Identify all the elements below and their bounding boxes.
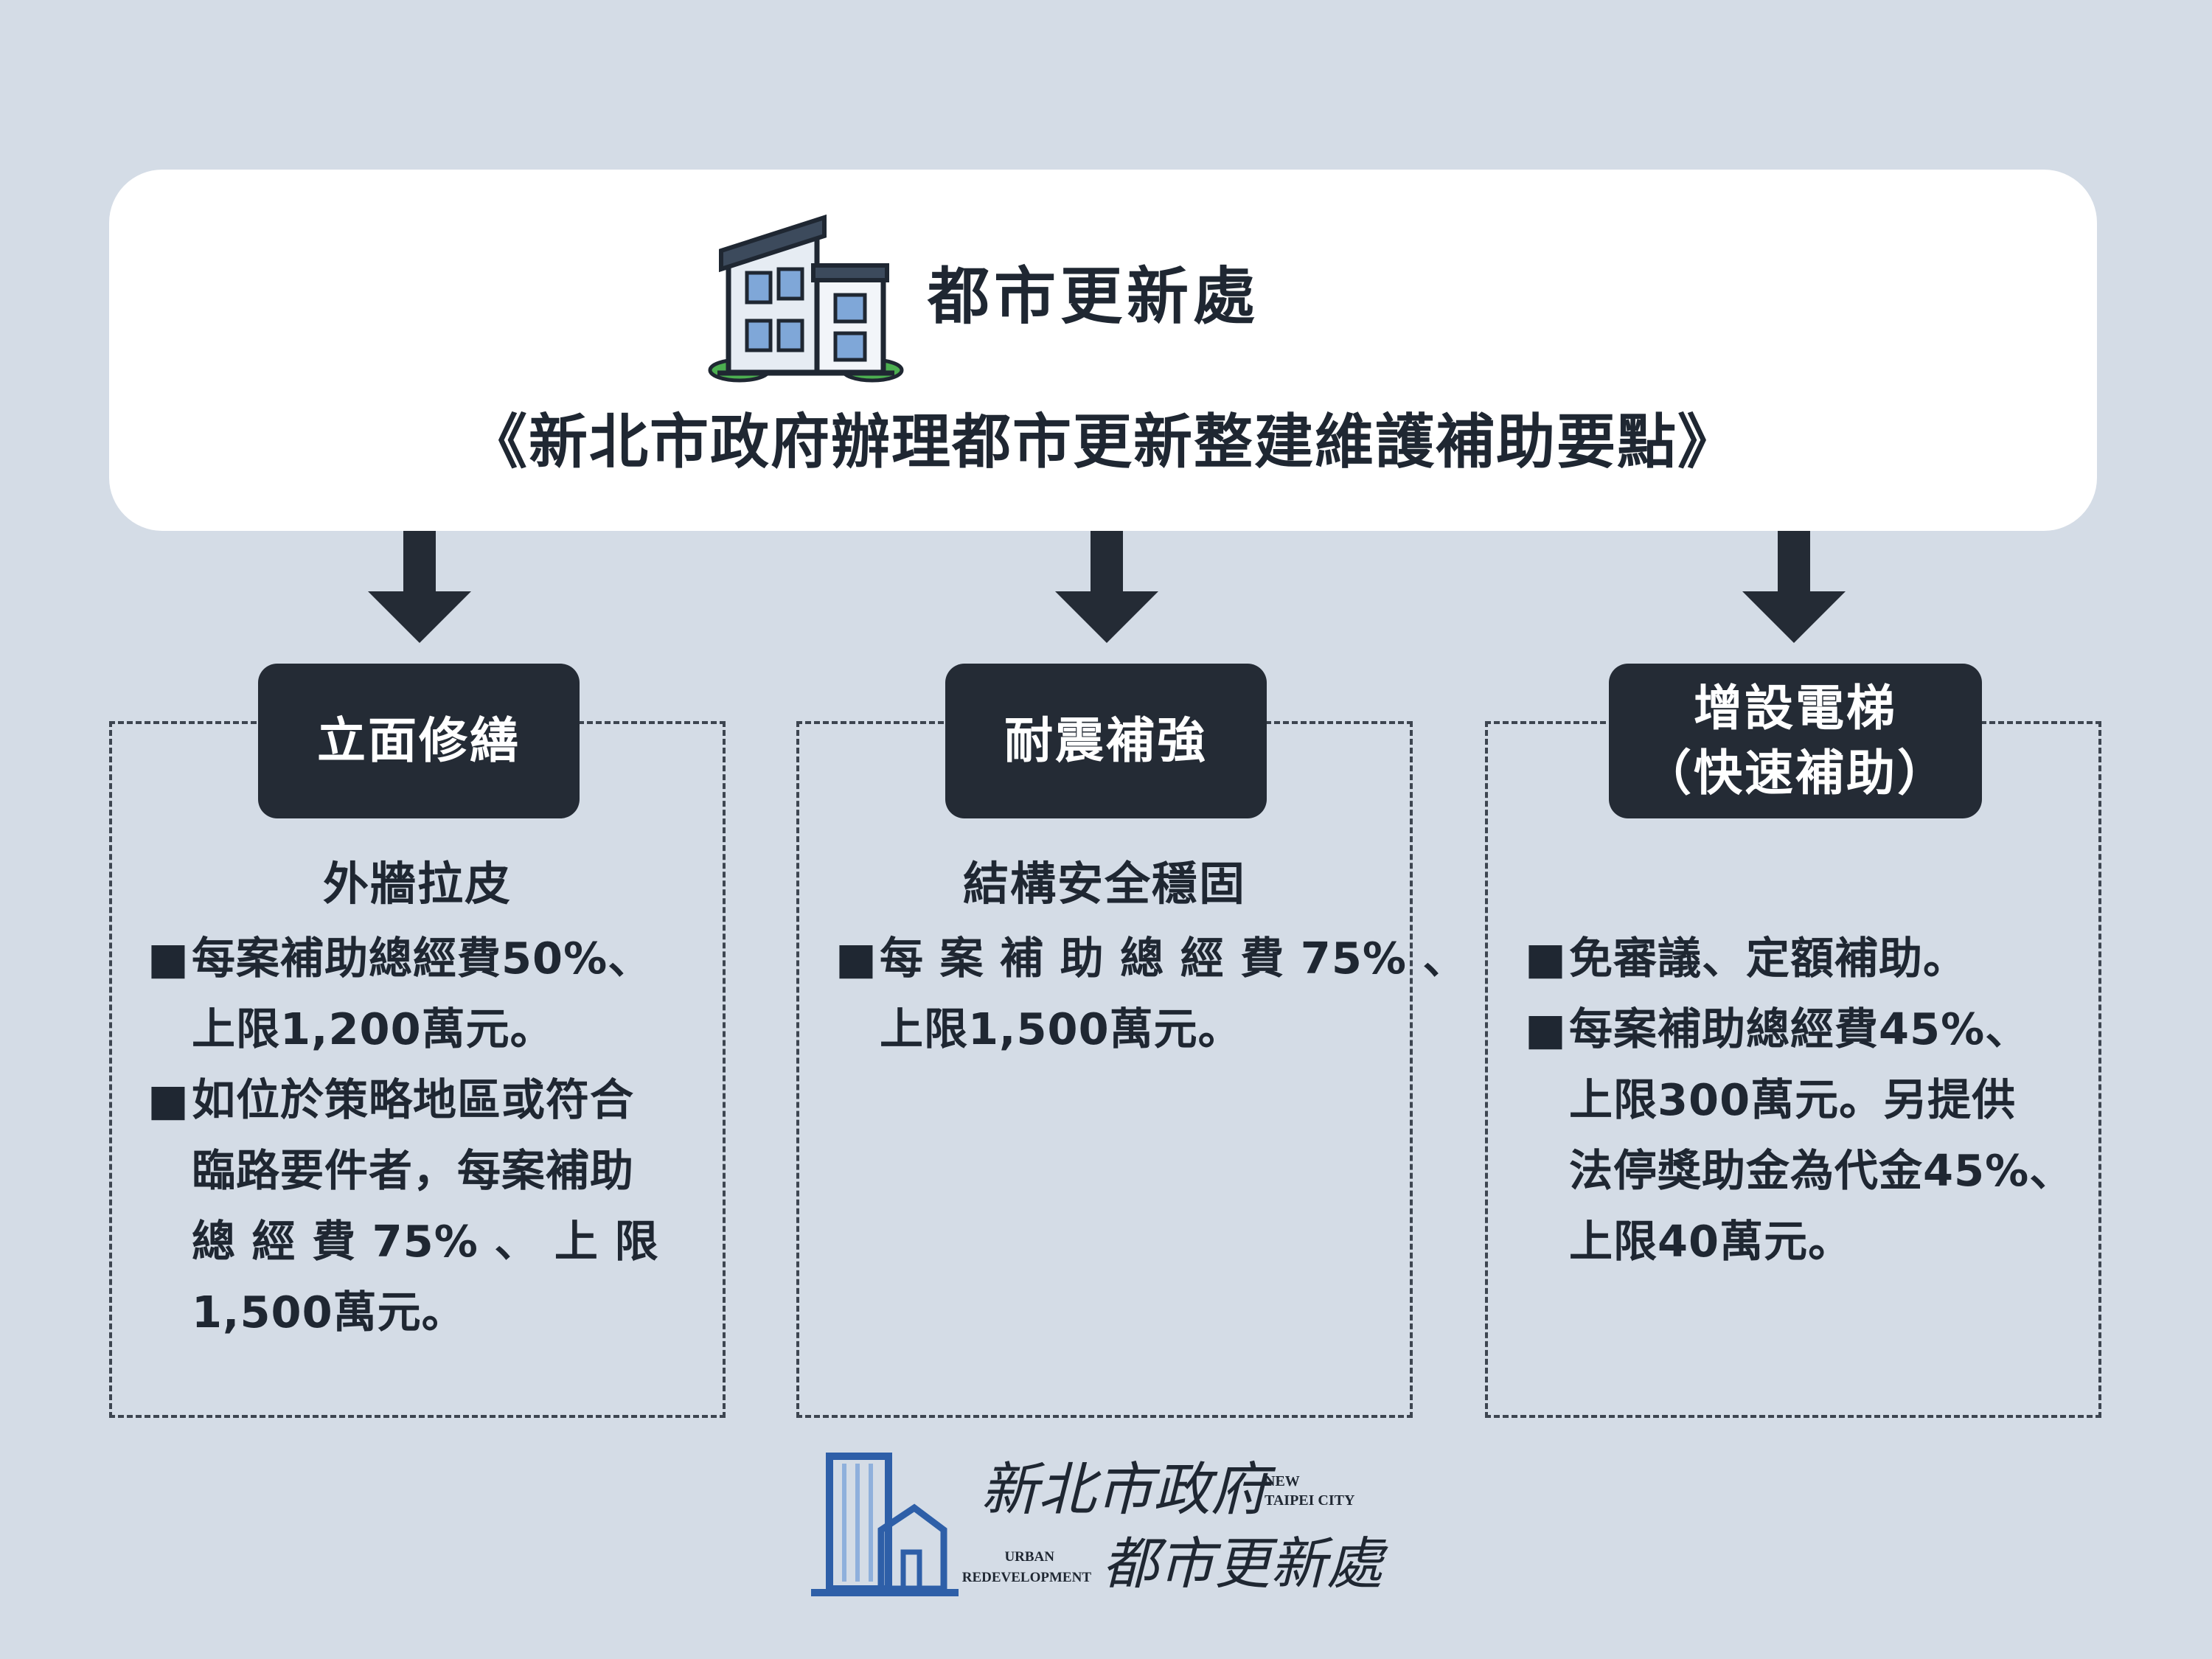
item-line: 每案補助總經費50%、: [192, 933, 653, 984]
item-line: 上限1,500萬元。: [880, 1004, 1242, 1054]
list-item: ■ 免審議、定額補助。: [1525, 923, 1968, 994]
footer-dept-en-1: URBAN: [1004, 1549, 1054, 1565]
item-line: 上限1,200萬元。: [192, 1004, 554, 1054]
list-item: ■ 每 案 補 助 總 經 費 75% 、 上限1,500萬元。: [835, 923, 1467, 1065]
item-line: 上限300萬元。另提供: [1569, 1074, 2017, 1125]
item-line: 法停獎助金為代金45%、: [1569, 1145, 2074, 1196]
bullet-square: ■: [147, 1074, 189, 1125]
item-line: 上限40萬元。: [1569, 1216, 1853, 1267]
building-icon: [708, 214, 904, 383]
category-title: 立面修繕: [317, 712, 521, 769]
footer-dept-name-zh: 都市更新處: [1102, 1531, 1388, 1596]
bullet-square: ■: [835, 933, 877, 984]
category-tab-seismic: 耐震補強: [945, 664, 1267, 818]
bullet-square: ■: [1525, 933, 1567, 984]
list-item: ■ 每案補助總經費50%、 上限1,200萬元。: [147, 923, 653, 1065]
city-logo-icon: [811, 1453, 959, 1596]
bullet-square: ■: [147, 933, 189, 984]
bullet-square: ■: [1525, 1004, 1567, 1054]
down-arrow-icon: [368, 531, 471, 643]
header-card: 都市更新處 《新北市政府辦理都市更新整建維護補助要點》: [109, 170, 2097, 531]
city-logo: 新北市政府 NEW TAIPEI CITY URBAN REDEVELOPMEN…: [811, 1453, 1388, 1596]
office-name: 都市更新處: [928, 260, 1260, 333]
item-line: 臨路要件者，每案補助: [192, 1145, 635, 1196]
list-item: ■ 每案補助總經費45%、 上限300萬元。另提供 法停獎助金為代金45%、 上…: [1525, 994, 2074, 1277]
footer-city-name-zh: 新北市政府: [981, 1457, 1276, 1523]
category-subtitle: 結構安全穩固: [962, 857, 1246, 911]
footer-city-name-en-2: TAIPEI CITY: [1265, 1492, 1355, 1509]
footer-city-name-en-1: NEW: [1265, 1473, 1300, 1489]
item-line: 1,500萬元。: [192, 1287, 466, 1338]
regulation-title: 《新北市政府辦理都市更新整建維護補助要點》: [468, 408, 1738, 476]
item-line: 如位於策略地區或符合: [192, 1074, 635, 1125]
category-subtitle: 外牆拉皮: [322, 857, 512, 911]
item-line: 總 經 費 75% 、 上 限: [192, 1216, 659, 1267]
down-arrow-icon: [1055, 531, 1158, 643]
category-tab-facade: 立面修繕: [258, 664, 580, 818]
down-arrow-icon: [1742, 531, 1846, 643]
item-line: 免審議、定額補助。: [1569, 933, 1968, 984]
item-line: 每 案 補 助 總 經 費 75% 、: [880, 933, 1467, 984]
category-box-seismic: [796, 721, 1413, 1418]
footer-dept-en-2: REDEVELOPMENT: [962, 1570, 1092, 1585]
item-line: 每案補助總經費45%、: [1569, 1004, 2030, 1054]
category-title-sub: （快速補助）: [1643, 745, 1948, 801]
list-item: ■ 如位於策略地區或符合 臨路要件者，每案補助 總 經 費 75% 、 上 限 …: [147, 1065, 659, 1348]
category-title: 耐震補強: [1004, 712, 1208, 769]
category-title: 增設電梯: [1694, 680, 1897, 737]
category-tab-elevator: 增設電梯 （快速補助）: [1609, 664, 1982, 818]
